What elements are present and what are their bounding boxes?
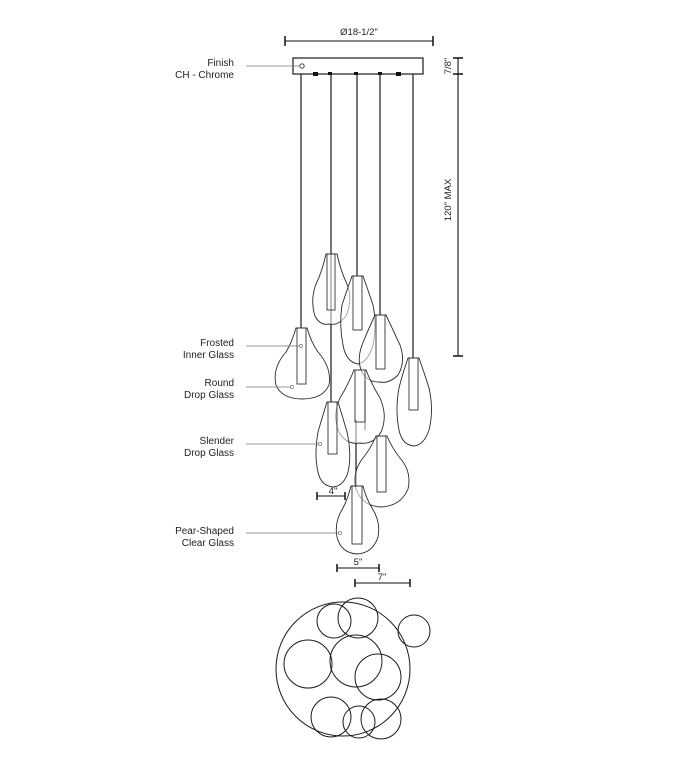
plan-circle-outside-right xyxy=(397,614,431,648)
plan-circle-left xyxy=(283,639,333,689)
pendant-round-right xyxy=(354,435,410,508)
plan-circle-right xyxy=(354,653,402,701)
round-label-line2: Drop Glass xyxy=(184,390,234,401)
plan-outer-circle xyxy=(275,601,411,737)
plan-circle-bottom-left xyxy=(310,696,352,738)
slender-width-label: 4" xyxy=(329,486,338,497)
pendant-e xyxy=(396,357,432,447)
slender-label-line2: Drop Glass xyxy=(184,448,234,459)
pear-width-label: 5" xyxy=(354,557,363,568)
canopy-diameter-label: Ø18-1/2" xyxy=(340,27,378,38)
pear-label-line2: Clear Glass xyxy=(182,538,234,549)
round-label-line1: Round xyxy=(205,378,234,389)
callout-labels: Finish CH - Chrome Frosted Inner Glass R… xyxy=(175,58,235,549)
finish-title: Finish xyxy=(207,58,234,69)
plan-view xyxy=(275,597,431,740)
max-drop-dimension: 120" MAX xyxy=(443,74,463,357)
slender-width-dimension: 4" xyxy=(316,486,346,500)
slender-label-line1: Slender xyxy=(200,436,235,447)
canopy-width-dimension: Ø18-1/2" xyxy=(284,27,434,46)
plan-circle-bottom-center xyxy=(342,705,376,739)
callout-leaders xyxy=(246,65,342,535)
max-drop-label: 120" MAX xyxy=(443,178,454,221)
suspension-cords xyxy=(300,74,414,486)
pear-label-line1: Pear-Shaped xyxy=(175,526,234,537)
pendant-c xyxy=(358,314,403,383)
pear-width-dimension: 5" xyxy=(336,557,380,572)
canopy xyxy=(292,57,424,76)
frosted-label-line2: Inner Glass xyxy=(183,350,234,361)
canopy-height-label: 7/8" xyxy=(443,58,454,75)
canopy-height-dimension: 7/8" xyxy=(443,57,463,75)
plan-circle-top-left xyxy=(316,603,352,639)
frosted-label-line1: Frosted xyxy=(200,338,234,349)
pendant-f xyxy=(335,369,385,444)
plan-circle-center xyxy=(329,634,383,688)
round-width-dimension: 7" xyxy=(354,572,411,587)
pendant-a xyxy=(312,253,351,325)
pendant-round-left xyxy=(274,327,330,400)
plan-circle-top xyxy=(337,597,379,639)
pendant-slender-left xyxy=(315,401,351,488)
pendant-pear-bottom xyxy=(335,485,380,555)
plan-circle-bottom-right xyxy=(360,698,402,740)
round-width-label: 7" xyxy=(378,572,387,583)
finish-value: CH - Chrome xyxy=(175,70,234,81)
